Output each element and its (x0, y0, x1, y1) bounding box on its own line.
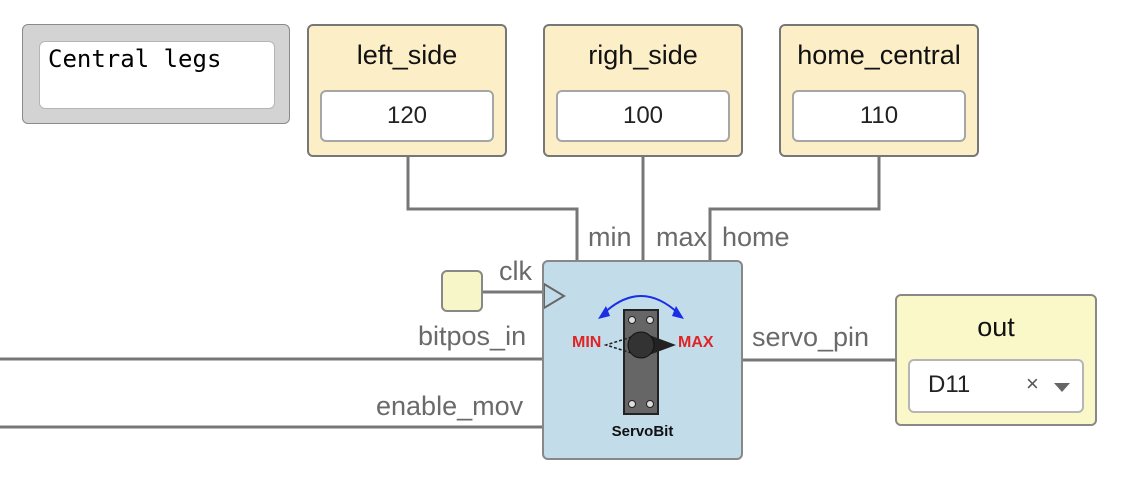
port-label-max: max (656, 222, 708, 252)
constant-title: left_side (356, 40, 458, 70)
servo-motor-icon (544, 282, 684, 415)
output-block[interactable]: out D11 × (895, 294, 1097, 426)
constant-title: righ_side (588, 40, 698, 70)
wire-left-side-to-min (406, 157, 579, 260)
wire-home-central-to-home (708, 157, 881, 260)
comment-text[interactable]: Central legs (39, 41, 275, 109)
port-label-servo-pin: servo_pin (752, 322, 870, 352)
clock-input-block[interactable] (441, 270, 483, 312)
servo-min-label: MIN (572, 334, 602, 351)
constant-block-left-side[interactable]: left_side 120 (307, 24, 507, 157)
constant-title: home_central (797, 40, 961, 70)
constant-block-righ-side[interactable]: righ_side 100 (543, 24, 743, 157)
port-label-enable-mov: enable_mov (376, 391, 524, 421)
port-label-bitpos-in: bitpos_in (418, 321, 527, 351)
clear-icon[interactable]: × (1026, 371, 1039, 396)
output-pin-select[interactable]: D11 × (908, 359, 1084, 413)
constant-value-input[interactable]: 110 (792, 90, 966, 142)
servo-max-label: MAX (678, 334, 714, 351)
constant-value-input[interactable]: 100 (556, 90, 730, 142)
port-label-clk: clk (499, 256, 532, 286)
comment-block[interactable]: Central legs (22, 24, 290, 124)
port-label-min: min (588, 222, 632, 252)
constant-value-input[interactable]: 120 (320, 90, 494, 142)
output-title: out (977, 312, 1015, 342)
port-label-home: home (722, 222, 790, 252)
output-pin-value: D11 (928, 371, 971, 398)
servobit-block[interactable]: MIN MAX ServoBit (542, 260, 743, 460)
servo-block-name: ServoBit (611, 423, 674, 440)
constant-block-home-central[interactable]: home_central 110 (779, 24, 979, 157)
chevron-down-icon[interactable] (1054, 383, 1070, 392)
